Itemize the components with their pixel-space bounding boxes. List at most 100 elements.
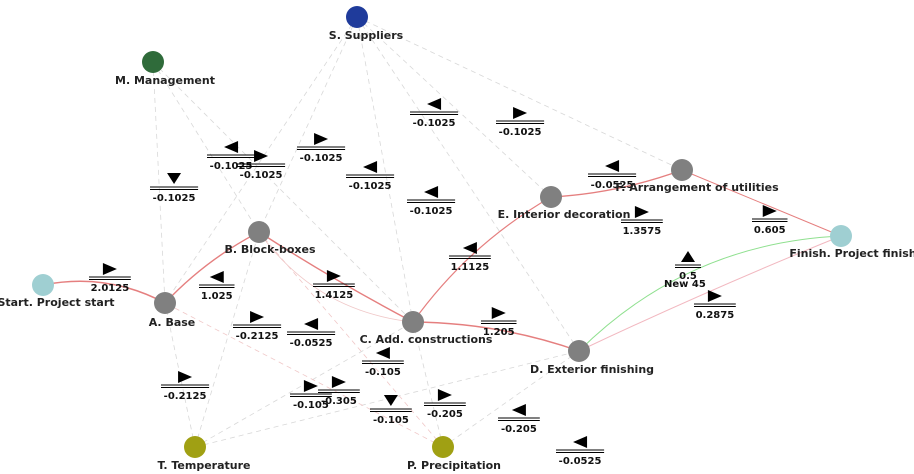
node-circle[interactable] <box>32 274 54 296</box>
node-d[interactable]: D. Exterior finishing <box>530 340 654 376</box>
edge-arrow-icon <box>383 395 398 406</box>
node-p[interactable]: P. Precipitation <box>407 436 501 472</box>
edge-a-b <box>164 231 260 304</box>
influence-edge-s-d <box>356 16 580 352</box>
node-m[interactable]: M. Management <box>115 51 215 87</box>
edge-arrow-icon <box>634 206 649 218</box>
edge-label-value: 0.5 <box>679 271 697 282</box>
edge-arrow-icon <box>437 389 452 401</box>
edge-label-s-1: -0.1025 <box>410 98 459 129</box>
edge-arrow-icon <box>511 404 526 416</box>
node-label: S. Suppliers <box>329 29 404 42</box>
influence-edge-p-b <box>258 231 444 448</box>
node-circle[interactable] <box>248 221 270 243</box>
edge-arrow-icon <box>427 98 442 110</box>
edge-label-s-4: -0.1025 <box>346 161 395 192</box>
nodes: Start. Project start A. Base B. Block-boxe… <box>0 6 914 472</box>
edge-label-value: -0.305 <box>321 396 357 407</box>
edge-label-m-1: -0.1025 <box>207 141 256 172</box>
influence-edge-s-a <box>164 16 358 304</box>
edge-label-m-3: -0.1025 <box>150 173 199 204</box>
edge-arrow-icon <box>375 347 390 359</box>
edge-label-value: -0.2125 <box>164 391 207 402</box>
node-label: F. Arrangement of utilities <box>615 181 779 194</box>
node-circle[interactable] <box>830 225 852 247</box>
edge-arrow-icon <box>331 376 346 388</box>
edge-arrow-icon <box>424 186 439 198</box>
edge-arrow-icon <box>513 107 528 119</box>
edge-arrow-icon <box>605 160 620 172</box>
edge-label-value: -0.105 <box>373 415 409 426</box>
edge-c-d <box>412 321 580 352</box>
edge-arrow-icon <box>681 251 695 262</box>
edge-label-p-1: -0.205 <box>424 389 466 420</box>
new45-label: New 45 <box>664 279 706 290</box>
edge-arrow-icon <box>304 318 319 330</box>
edge-label-b-p: -0.0525 <box>287 318 336 349</box>
node-circle[interactable] <box>540 186 562 208</box>
edge-label-x-1: -0.105 <box>290 380 332 411</box>
influence-edge-p-d <box>442 350 580 448</box>
edge-label-c-p: -0.105 <box>370 395 412 426</box>
edge-label-new45: 0.5 <box>675 251 701 282</box>
edge-label-value: 1.025 <box>201 291 233 302</box>
node-circle[interactable] <box>184 436 206 458</box>
node-t[interactable]: T. Temperature <box>158 436 251 472</box>
node-circle[interactable] <box>142 51 164 73</box>
node-finish[interactable]: Finish. Project finish <box>789 225 914 260</box>
edge-label-value: -0.1025 <box>210 161 253 172</box>
node-circle[interactable] <box>346 6 368 28</box>
edge-label-value: -0.1025 <box>153 193 196 204</box>
edge-arrow-icon <box>326 270 341 282</box>
edge-label-start-a: 2.0125 <box>89 263 131 294</box>
node-circle[interactable] <box>432 436 454 458</box>
edge-arrow-icon <box>303 380 318 392</box>
node-e[interactable]: E. Interior decoration <box>498 186 631 221</box>
influence-edge-t-c <box>194 321 414 448</box>
influence-edge-t-b <box>194 231 260 448</box>
edge-label-value: -0.205 <box>427 409 463 420</box>
node-label: B. Block-boxes <box>224 243 315 256</box>
edge-arrow-icon <box>178 371 193 383</box>
node-f[interactable]: F. Arrangement of utilities <box>615 159 779 194</box>
edge-arrow-icon <box>707 290 722 302</box>
node-label: E. Interior decoration <box>498 208 631 221</box>
edge-label-s-5: -0.1025 <box>407 186 456 217</box>
node-circle[interactable] <box>154 292 176 314</box>
node-circle[interactable] <box>568 340 590 362</box>
edge-label-a-t: -0.2125 <box>161 371 210 402</box>
influence-edge-p-c <box>412 321 444 448</box>
edge-arrow-icon <box>314 133 329 145</box>
edge-label-value: -0.205 <box>501 424 537 435</box>
edge-arrow-icon <box>363 161 378 173</box>
node-s[interactable]: S. Suppliers <box>329 6 404 42</box>
influence-edge-s-c <box>356 16 414 323</box>
node-c[interactable]: C. Add. constructions <box>360 311 493 346</box>
influence-edges <box>152 16 683 448</box>
node-label: M. Management <box>115 74 215 87</box>
edge-label-value: 0.2875 <box>696 310 735 321</box>
edge-label-value: -0.1025 <box>410 206 453 217</box>
edge-label-p-3: -0.0525 <box>556 436 605 467</box>
edge-label-value: -0.105 <box>293 400 329 411</box>
node-circle[interactable] <box>402 311 424 333</box>
node-start[interactable]: Start. Project start <box>0 274 115 309</box>
edge-arrow-icon <box>102 263 117 275</box>
edge-label-value: -0.105 <box>365 367 401 378</box>
node-b[interactable]: B. Block-boxes <box>224 221 316 256</box>
edge-label-value: 1.4125 <box>315 290 354 301</box>
node-circle[interactable] <box>671 159 693 181</box>
edge-label-f-in: -0.0525 <box>588 160 637 191</box>
edge-label-value: 2.0125 <box>91 283 130 294</box>
edge-label-b-c: 1.4125 <box>313 270 355 301</box>
node-a[interactable]: A. Base <box>149 292 196 329</box>
edge-label-value: 1.1125 <box>451 262 490 273</box>
edge-e-f <box>550 169 683 198</box>
node-label: A. Base <box>149 316 196 329</box>
edge-arrow-icon <box>762 205 777 217</box>
node-label: Finish. Project finish <box>789 247 914 260</box>
edge-label-e-f: 1.3575 <box>621 206 663 237</box>
edge-label-value: -0.0525 <box>559 456 602 467</box>
edge-label-value: -0.0525 <box>591 180 634 191</box>
